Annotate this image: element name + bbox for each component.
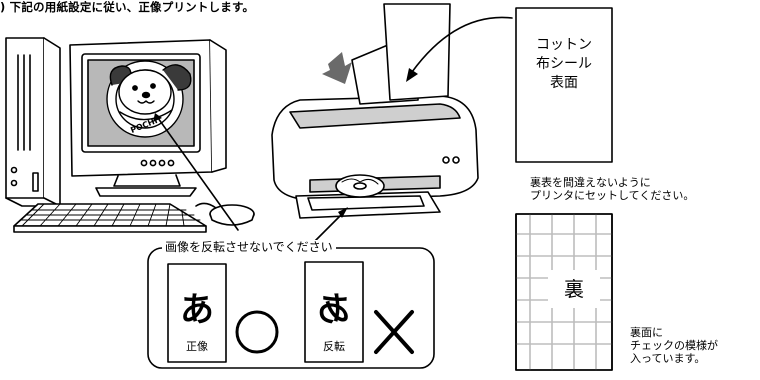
feed-direction-arrow [322,52,352,84]
paper-back-caption: 裏面に チェックの模様が 入っています。 [630,326,718,366]
correct-mark [235,310,279,354]
paper-front-sheet [515,7,613,163]
paper-front-label: コットン 布シール 表面 [516,36,612,93]
correct-glyph: あ [180,290,214,330]
printer [271,3,479,219]
caution-line: プリンタにセットしてください。 [530,189,695,203]
caution-text: 裏表を間違えないように プリンタにセットしてください。 [530,176,694,202]
screen-arrow [157,117,239,231]
pc-tower [5,37,61,207]
paper-back-caption-line: 入っています。 [630,352,706,366]
paper-back-sheet [515,213,613,371]
paper-back-label: 裏 [564,277,584,301]
paper-front-line: コットン [536,37,592,53]
paper-front-line: 表面 [550,75,578,91]
paper-back-caption-line: 裏面に [630,326,663,339]
instruction-heading: ) 下記の用紙設定に従い、正像プリントします。 [0,0,255,14]
notice-title: 画像を反転させないでください [162,240,336,255]
correct-card [167,263,227,363]
wrong-card [304,261,364,363]
paper-arrow [411,16,513,73]
wrong-label: 反転 [323,340,345,353]
correct-label: 正像 [186,340,208,353]
caution-line: 裏表を間違えないように [530,176,651,189]
wrong-glyph: あ [317,290,351,330]
pochi-mascot [106,60,192,138]
mouse [195,202,255,226]
paper-front-line: 布シール [536,56,592,72]
keyboard [13,203,207,233]
wrong-mark [374,310,414,354]
paper-back-caption-line: チェックの模様が [630,339,718,353]
